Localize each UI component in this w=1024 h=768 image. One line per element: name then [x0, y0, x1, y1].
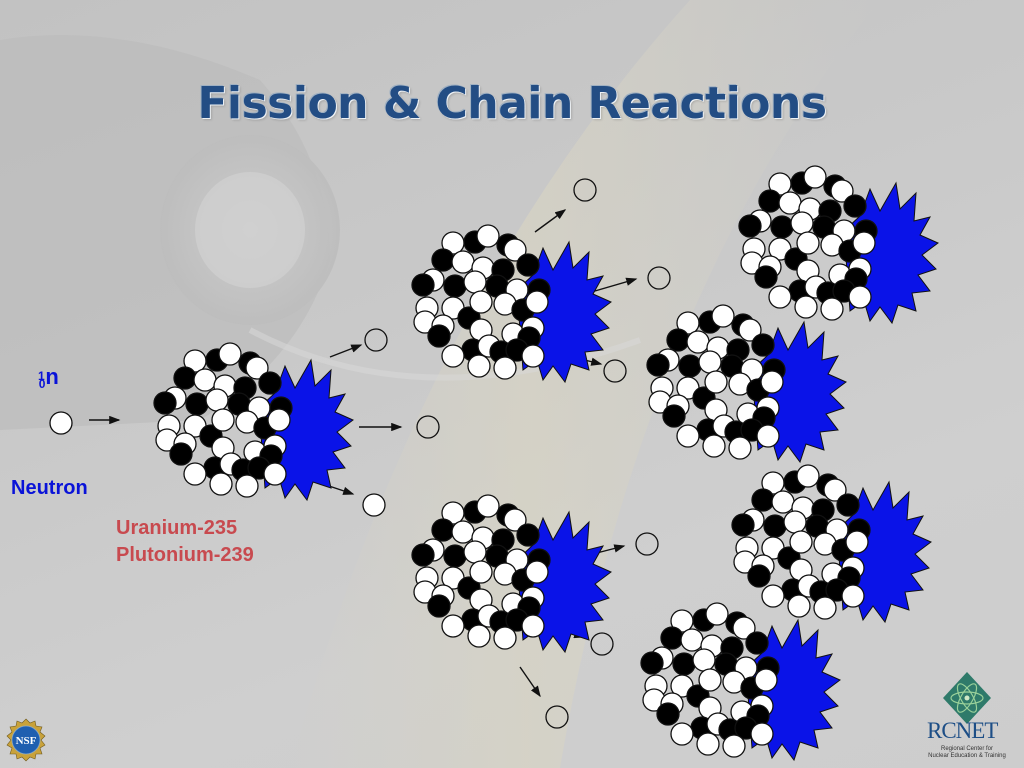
- neutron-icon: [416, 415, 440, 439]
- neutron-icon: [573, 178, 597, 202]
- rcnet-subtitle: Regional Center for Nuclear Education & …: [928, 746, 1006, 759]
- nucleus-gen2-d-icon: [640, 602, 841, 761]
- nuclei: [153, 165, 939, 761]
- neutron-icon: [603, 359, 627, 383]
- incoming-neutron-icon: [49, 411, 73, 435]
- arrow-icon: [329, 344, 363, 358]
- fuel-labels: Uranium-235 Plutonium-239: [116, 515, 254, 569]
- neutron-label: Neutron: [11, 477, 88, 499]
- nucleus-gen2-a-icon: [738, 165, 939, 324]
- nucleus-gen1-lower-icon: [411, 494, 612, 653]
- element-symbol: n: [45, 364, 59, 389]
- nucleus-gen1-upper-icon: [411, 224, 612, 383]
- neutron-notation: 10n: [38, 364, 59, 391]
- fuel-label-uranium: Uranium-235: [116, 517, 238, 539]
- fuel-label-plutonium: Plutonium-239: [116, 544, 254, 566]
- slide-title: Fission & Chain Reactions: [197, 78, 827, 129]
- arrow-icon: [519, 666, 541, 698]
- mass-number: 1: [38, 369, 45, 383]
- neutron-icon: [635, 532, 659, 556]
- nucleus-gen2-b-icon: [646, 304, 847, 463]
- neutron-icon: [545, 705, 569, 729]
- neutron-icon: [362, 493, 386, 517]
- arrow-icon: [587, 277, 638, 294]
- nucleus-initial-icon: [153, 342, 354, 501]
- free-neutrons: [362, 178, 671, 729]
- svg-text:NSF: NSF: [16, 735, 37, 747]
- neutron-icon: [647, 266, 671, 290]
- rcnet-logo: RCNET Regional Center for Nuclear Educat…: [915, 668, 1019, 764]
- atomic-number: 0: [38, 377, 46, 391]
- atom-diamond-icon: [943, 672, 991, 724]
- nsf-logo-icon: NSF: [6, 718, 46, 762]
- arrow-icon: [534, 209, 567, 233]
- neutron-icon: [364, 328, 388, 352]
- nucleus-gen2-c-icon: [731, 464, 932, 623]
- neutron-icon: [590, 632, 614, 656]
- rcnet-wordmark: RCNET: [927, 718, 998, 743]
